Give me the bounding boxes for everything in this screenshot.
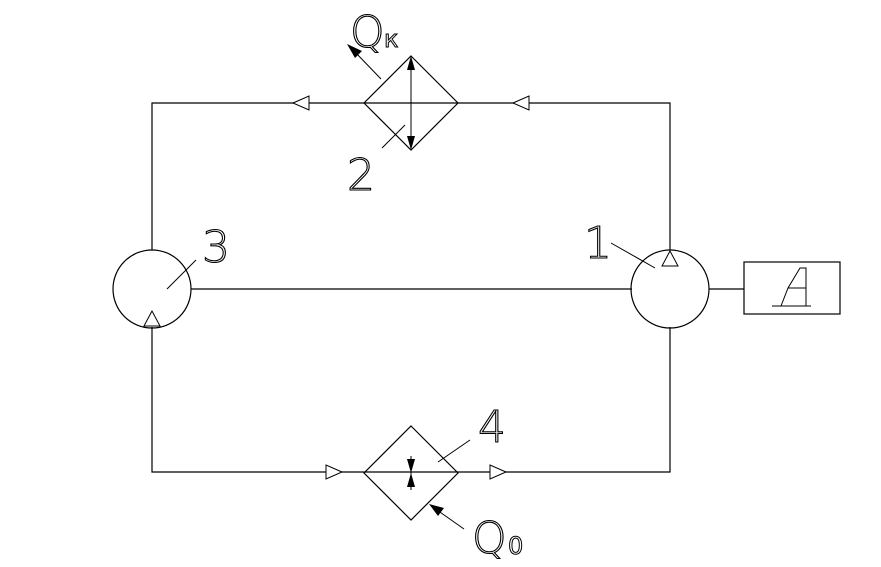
compressor-label-leader — [610, 242, 656, 269]
condenser-label-leader — [381, 124, 406, 149]
label-heat-condenser-subscript: к — [384, 25, 399, 53]
condenser-heat-exchanger — [347, 44, 459, 151]
heat-out-leader-line — [354, 51, 382, 80]
motor-drive — [743, 261, 841, 315]
heat-in-leader-line — [436, 509, 465, 530]
condenser-arrow-up — [407, 56, 415, 70]
label-expander: 3 — [202, 222, 230, 273]
flow-arrow-bottom-left — [325, 464, 344, 480]
expander-label-leader — [166, 259, 197, 290]
expander-unit — [112, 249, 197, 329]
heat-in-arrowhead — [429, 504, 444, 516]
bottom-pipe — [151, 327, 671, 473]
expander-circle — [112, 249, 192, 329]
flow-arrows — [291, 95, 530, 480]
label-evaporator: 4 — [478, 402, 506, 453]
compressor-unit — [610, 242, 710, 329]
flow-arrow-top-right — [511, 95, 530, 111]
label-heat-condenser-q: Q — [350, 7, 385, 58]
expander-inlet-triangle — [143, 309, 161, 327]
compressor-outlet-triangle — [661, 249, 679, 267]
label-heat-evaporator-subscript: 0 — [508, 532, 523, 560]
evaporator-arrow-up — [407, 473, 415, 487]
evaporator-diamond — [363, 425, 459, 521]
evaporator-label-leader — [437, 439, 471, 463]
label-compressor: 1 — [584, 218, 612, 269]
label-condenser: 2 — [347, 150, 375, 201]
flow-arrow-top-left — [291, 95, 310, 111]
label-heat-evaporator-q: Q — [472, 513, 507, 564]
diagram-labels: 1 2 3 4 Q к Q 0 — [201, 6, 612, 564]
pipe-lines — [151, 102, 744, 473]
evaporator-arrow-down — [407, 459, 415, 473]
condenser-arrow-down — [407, 136, 415, 150]
heat-out-arrowhead — [347, 44, 362, 58]
flow-arrow-bottom-right — [489, 464, 508, 480]
evaporator-heat-exchanger — [363, 425, 471, 530]
motor-box — [743, 261, 841, 315]
motor-symbol — [772, 267, 811, 307]
